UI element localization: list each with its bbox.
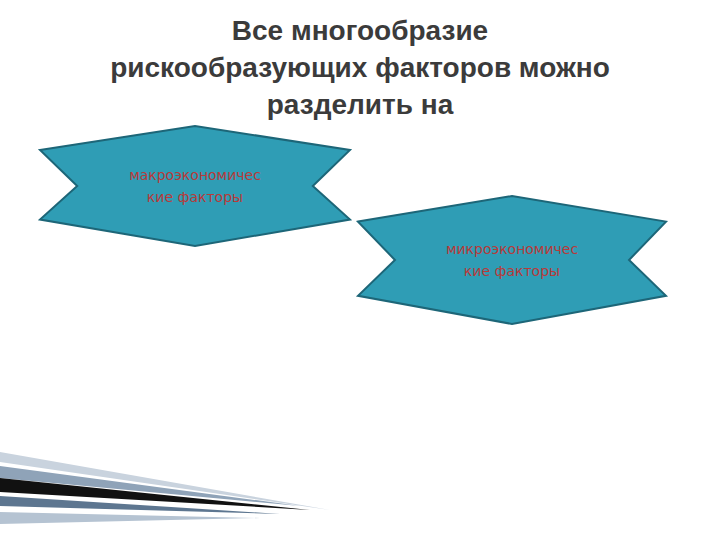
star-fill bbox=[358, 196, 666, 324]
node-label: макроэкономичес кие факторы bbox=[120, 164, 270, 208]
star-outline bbox=[40, 126, 350, 246]
slide-title: Все многообразие рискообразующих факторо… bbox=[100, 12, 620, 123]
swoosh-stripe bbox=[0, 496, 280, 514]
star-shape: макроэкономичес кие факторы bbox=[40, 126, 350, 246]
swoosh-stripe bbox=[0, 512, 260, 524]
star-fill bbox=[40, 126, 350, 246]
star-outline bbox=[358, 196, 666, 324]
star-shape: микроэкономичес кие факторы bbox=[358, 196, 666, 324]
node-label: микроэкономичес кие факторы bbox=[437, 238, 587, 282]
